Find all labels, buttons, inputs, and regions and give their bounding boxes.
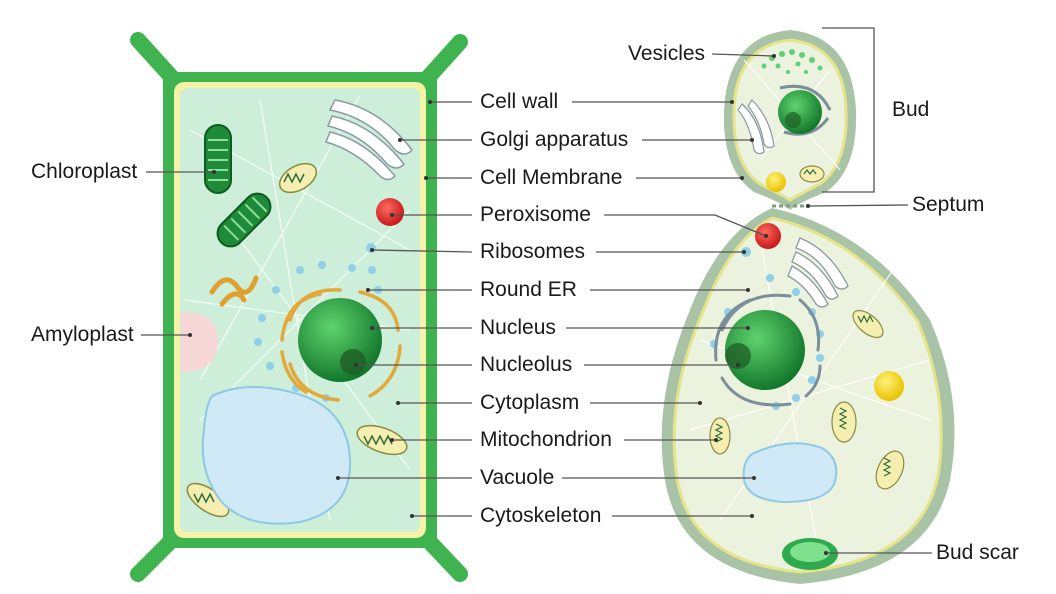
plant-mitochondrion-icon xyxy=(278,162,318,194)
label-cell-wall: Cell wall xyxy=(480,90,559,113)
plant-round-er-icon xyxy=(280,288,402,402)
label-cytoplasm: Cytoplasm xyxy=(480,391,580,414)
yeast-vacuole-icon xyxy=(742,442,838,504)
label-mitochondrion: Mitochondrion xyxy=(480,428,612,451)
plant-vacuole-icon xyxy=(201,386,352,525)
yeast-mitochondrion-3-icon xyxy=(709,417,731,455)
label-vacuole: Vacuole xyxy=(480,466,555,489)
plant-nucleolus-icon xyxy=(340,349,366,375)
yeast-golgi-icon xyxy=(787,237,849,308)
label-septum: Septum xyxy=(912,193,985,216)
yeast-bud-er-icon xyxy=(779,84,832,136)
label-vesicles: Vesicles xyxy=(628,42,706,65)
leader-lines xyxy=(141,53,932,555)
yeast-bud-nucleus-icon xyxy=(778,90,822,134)
label-bud: Bud xyxy=(892,98,930,121)
label-amyloplast: Amyloplast xyxy=(31,323,134,346)
yeast-lipid-icon xyxy=(874,371,904,401)
plant-golgi-icon xyxy=(324,99,413,181)
bud-bracket xyxy=(822,27,875,193)
yeast-bud-lipid-icon xyxy=(766,172,786,192)
yeast-bud-golgi-icon xyxy=(737,99,775,155)
plant-peroxisome-icon xyxy=(376,198,404,226)
chloroplast-2-icon xyxy=(216,192,272,248)
label-cell-membrane: Cell Membrane xyxy=(480,166,623,189)
plant-mitochondrion-2-icon xyxy=(356,424,408,456)
yeast-mitochondrion-4-icon xyxy=(875,450,905,490)
plant-nucleus-icon xyxy=(298,298,382,382)
chloroplast-icon xyxy=(204,124,232,194)
label-cytoskeleton: Cytoskeleton xyxy=(480,504,602,527)
label-chloroplast: Chloroplast xyxy=(31,160,138,183)
yeast-round-er-icon xyxy=(714,293,822,407)
amyloplast-icon xyxy=(181,312,218,372)
yeast-nucleus-icon xyxy=(725,310,805,390)
yeast-bud-nucleolus-icon xyxy=(785,112,801,128)
plant-cell xyxy=(130,32,468,582)
label-peroxisome: Peroxisome xyxy=(480,203,591,226)
label-round-er: Round ER xyxy=(480,278,577,301)
yeast-cell xyxy=(661,27,955,584)
label-ribosomes: Ribosomes xyxy=(480,240,586,263)
yeast-nucleolus-icon xyxy=(725,343,751,369)
plant-smooth-er-icon xyxy=(209,275,259,307)
label-nucleus: Nucleus xyxy=(480,316,556,339)
yeast-mitochondrion-2-icon xyxy=(831,401,857,443)
label-golgi-apparatus: Golgi apparatus xyxy=(480,128,629,151)
label-nucleolus: Nucleolus xyxy=(480,353,573,376)
label-bud-scar: Bud scar xyxy=(936,541,1019,564)
yeast-bud-mitochondrion-icon xyxy=(799,165,825,183)
yeast-vesicles-icon xyxy=(761,49,823,74)
bud-scar-highlight xyxy=(790,542,830,562)
yeast-mitochondrion-icon xyxy=(852,309,884,339)
